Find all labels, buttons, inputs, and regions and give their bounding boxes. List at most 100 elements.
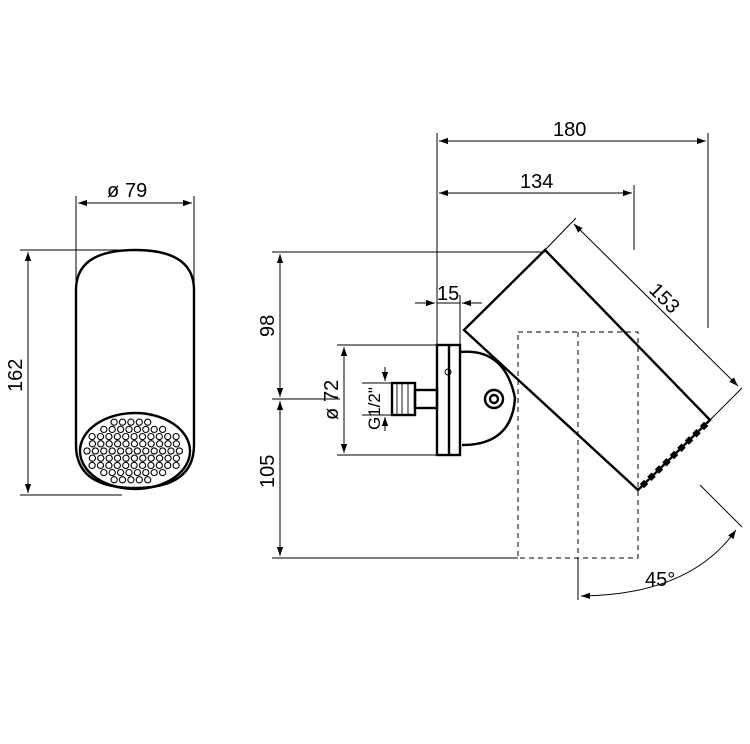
nozzle-holes	[83, 418, 184, 484]
nozzle-hole	[88, 432, 96, 441]
nozzle-hole	[155, 432, 163, 441]
ext-line	[544, 217, 577, 251]
nozzle-hole	[113, 461, 121, 470]
nozzle-hole	[147, 440, 155, 448]
angle-label: 45°	[645, 569, 675, 591]
wall-plate-screw	[444, 368, 452, 376]
nozzle-hole	[125, 447, 133, 455]
nozzle-mark	[639, 479, 649, 489]
nozzle-hole	[113, 454, 122, 462]
side-view: 180 134 153 15 98 105 ø 72	[257, 119, 743, 600]
nozzle-hole	[130, 454, 139, 462]
nozzle-mark	[677, 443, 686, 453]
nozzle-hole	[130, 461, 138, 470]
nozzle-hole	[138, 432, 147, 441]
nozzle-hole	[158, 425, 167, 434]
nozzle-hole	[150, 425, 158, 434]
nozzle-hole	[113, 432, 121, 441]
angle-arc	[580, 529, 737, 600]
nozzle-hole	[135, 476, 143, 484]
nozzle-hole	[110, 476, 118, 484]
nozzle-hole	[133, 468, 142, 477]
angle-ref-tilted	[699, 484, 743, 528]
nozzle-hole	[127, 418, 135, 426]
nozzle-hole	[172, 461, 180, 470]
nozzle-hole	[88, 454, 97, 462]
nozzle-hole	[83, 447, 91, 455]
nozzle-hole	[155, 440, 164, 448]
nozzle-mark	[654, 465, 664, 474]
nozzle-hole	[155, 461, 163, 470]
dim-line-153	[573, 223, 739, 387]
nozzle-mark	[662, 458, 671, 467]
swivel-screw-outer	[483, 388, 505, 410]
diameter-symbol: ø	[321, 408, 343, 420]
nozzle-hole	[138, 461, 147, 470]
dim-134-label: 134	[520, 171, 553, 193]
nozzle-hole	[142, 468, 150, 477]
nozzle-hole	[116, 468, 125, 477]
nozzle-hole	[108, 468, 116, 477]
nozzle-hole	[147, 432, 155, 441]
nozzle-mark	[647, 472, 656, 482]
nozzle-hole	[100, 447, 108, 455]
connector-pipe	[413, 388, 439, 410]
nozzle-hole	[118, 418, 127, 426]
nozzle-hole	[147, 461, 155, 470]
nozzle-hole	[105, 440, 113, 448]
nozzle-face	[78, 411, 192, 491]
nozzle-hole	[88, 461, 96, 470]
nozzle-strip	[639, 421, 709, 489]
nozzle-hole	[96, 432, 105, 441]
nozzle-hole	[88, 440, 97, 448]
nozzle-hole	[142, 447, 150, 455]
nozzle-hole	[139, 440, 147, 448]
nozzle-hole	[110, 418, 118, 426]
nozzle-hole	[172, 432, 180, 441]
nozzle-hole	[127, 476, 135, 484]
nozzle-hole	[113, 440, 122, 448]
dim-162-label: 162	[5, 359, 27, 392]
nozzle-hole	[133, 447, 142, 455]
dim-98-label: 98	[257, 315, 279, 337]
dim-15-label: 15	[437, 283, 459, 305]
dim-180-label: 180	[553, 119, 586, 141]
front-body-outline	[74, 248, 196, 490]
nozzle-hole	[139, 454, 147, 462]
nozzle-hole	[147, 454, 155, 462]
nozzle-hole	[164, 432, 172, 441]
nozzle-hole	[150, 468, 158, 477]
nozzle-mark	[699, 421, 709, 431]
diameter-symbol: ø	[107, 180, 119, 202]
nozzle-hole	[130, 440, 139, 448]
swivel-ball	[459, 350, 517, 447]
nozzle-hole	[125, 468, 133, 477]
nozzle-hole	[172, 440, 181, 448]
nozzle-hole	[155, 454, 164, 462]
nozzle-hole	[100, 468, 108, 477]
nozzle-hole	[164, 454, 172, 462]
dim-105-label: 105	[257, 455, 279, 488]
dim-79-label: 79	[125, 180, 147, 202]
thread-label: G1/2"	[365, 387, 384, 430]
nozzle-hole	[96, 461, 105, 470]
nozzle-hole	[122, 454, 130, 462]
nozzle-hole	[144, 418, 152, 426]
nozzle-mark	[669, 450, 679, 460]
nozzle-hole	[172, 454, 181, 462]
nozzle-hole	[97, 454, 105, 462]
nozzle-hole	[116, 447, 125, 455]
nozzle-hole	[122, 440, 130, 448]
ext-line	[709, 387, 743, 421]
nozzle-hole	[116, 425, 125, 434]
nozzle-hole	[142, 425, 150, 434]
nozzle-hole	[133, 425, 142, 434]
nozzle-hole	[91, 447, 100, 455]
connector-nut	[390, 381, 417, 417]
nozzle-hole	[144, 476, 152, 484]
nozzle-hole	[125, 425, 133, 434]
nozzle-hole	[122, 432, 130, 441]
nozzle-hole	[108, 447, 116, 455]
nozzle-mark	[692, 429, 701, 438]
nozzle-hole	[105, 432, 113, 441]
